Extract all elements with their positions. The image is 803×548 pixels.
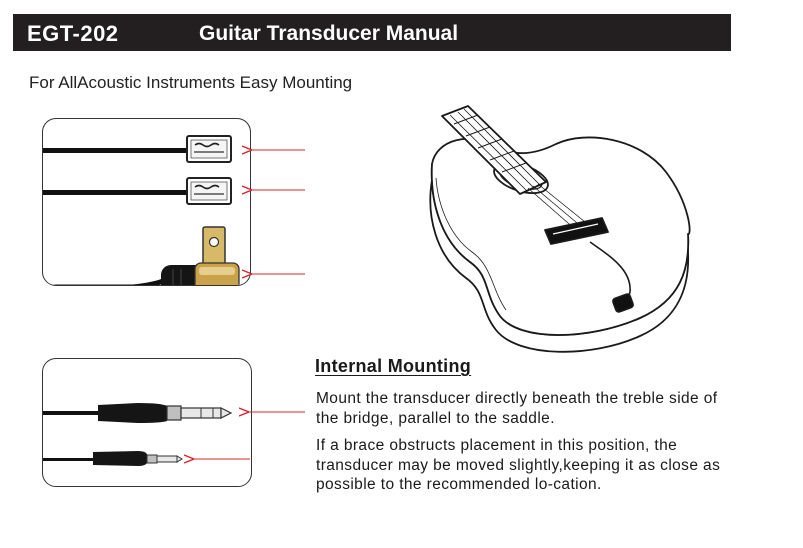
header-bar: EGT-202 Guitar Transducer Manual [13,14,731,51]
quarter-inch-plug-icon [43,403,233,423]
transducer-strip-1 [43,148,193,153]
plug-cables-drawing [43,403,233,466]
mounting-paragraph-2: If a brace obstructs placement in this p… [316,437,721,493]
internal-mounting-heading: Internal Mounting [315,356,472,376]
manual-title: Guitar Transducer Manual [199,22,459,45]
transducer-parts-panel [42,118,251,286]
acoustic-guitar-illustration [429,105,691,353]
subtitle: For AllAcoustic Instruments Easy Mountin… [29,73,353,92]
plug-cables-panel [42,358,252,487]
model-number: EGT-202 [27,21,119,46]
transducer-parts-drawing [43,135,250,285]
transducer-strip-2 [43,190,193,195]
brass-clip-icon [161,226,240,285]
eighth-inch-plug-icon [43,451,183,466]
transducer-label-icon [186,135,232,163]
transducer-label-icon [186,177,232,205]
mounting-paragraph-1: Mount the transducer directly beneath th… [316,390,718,427]
